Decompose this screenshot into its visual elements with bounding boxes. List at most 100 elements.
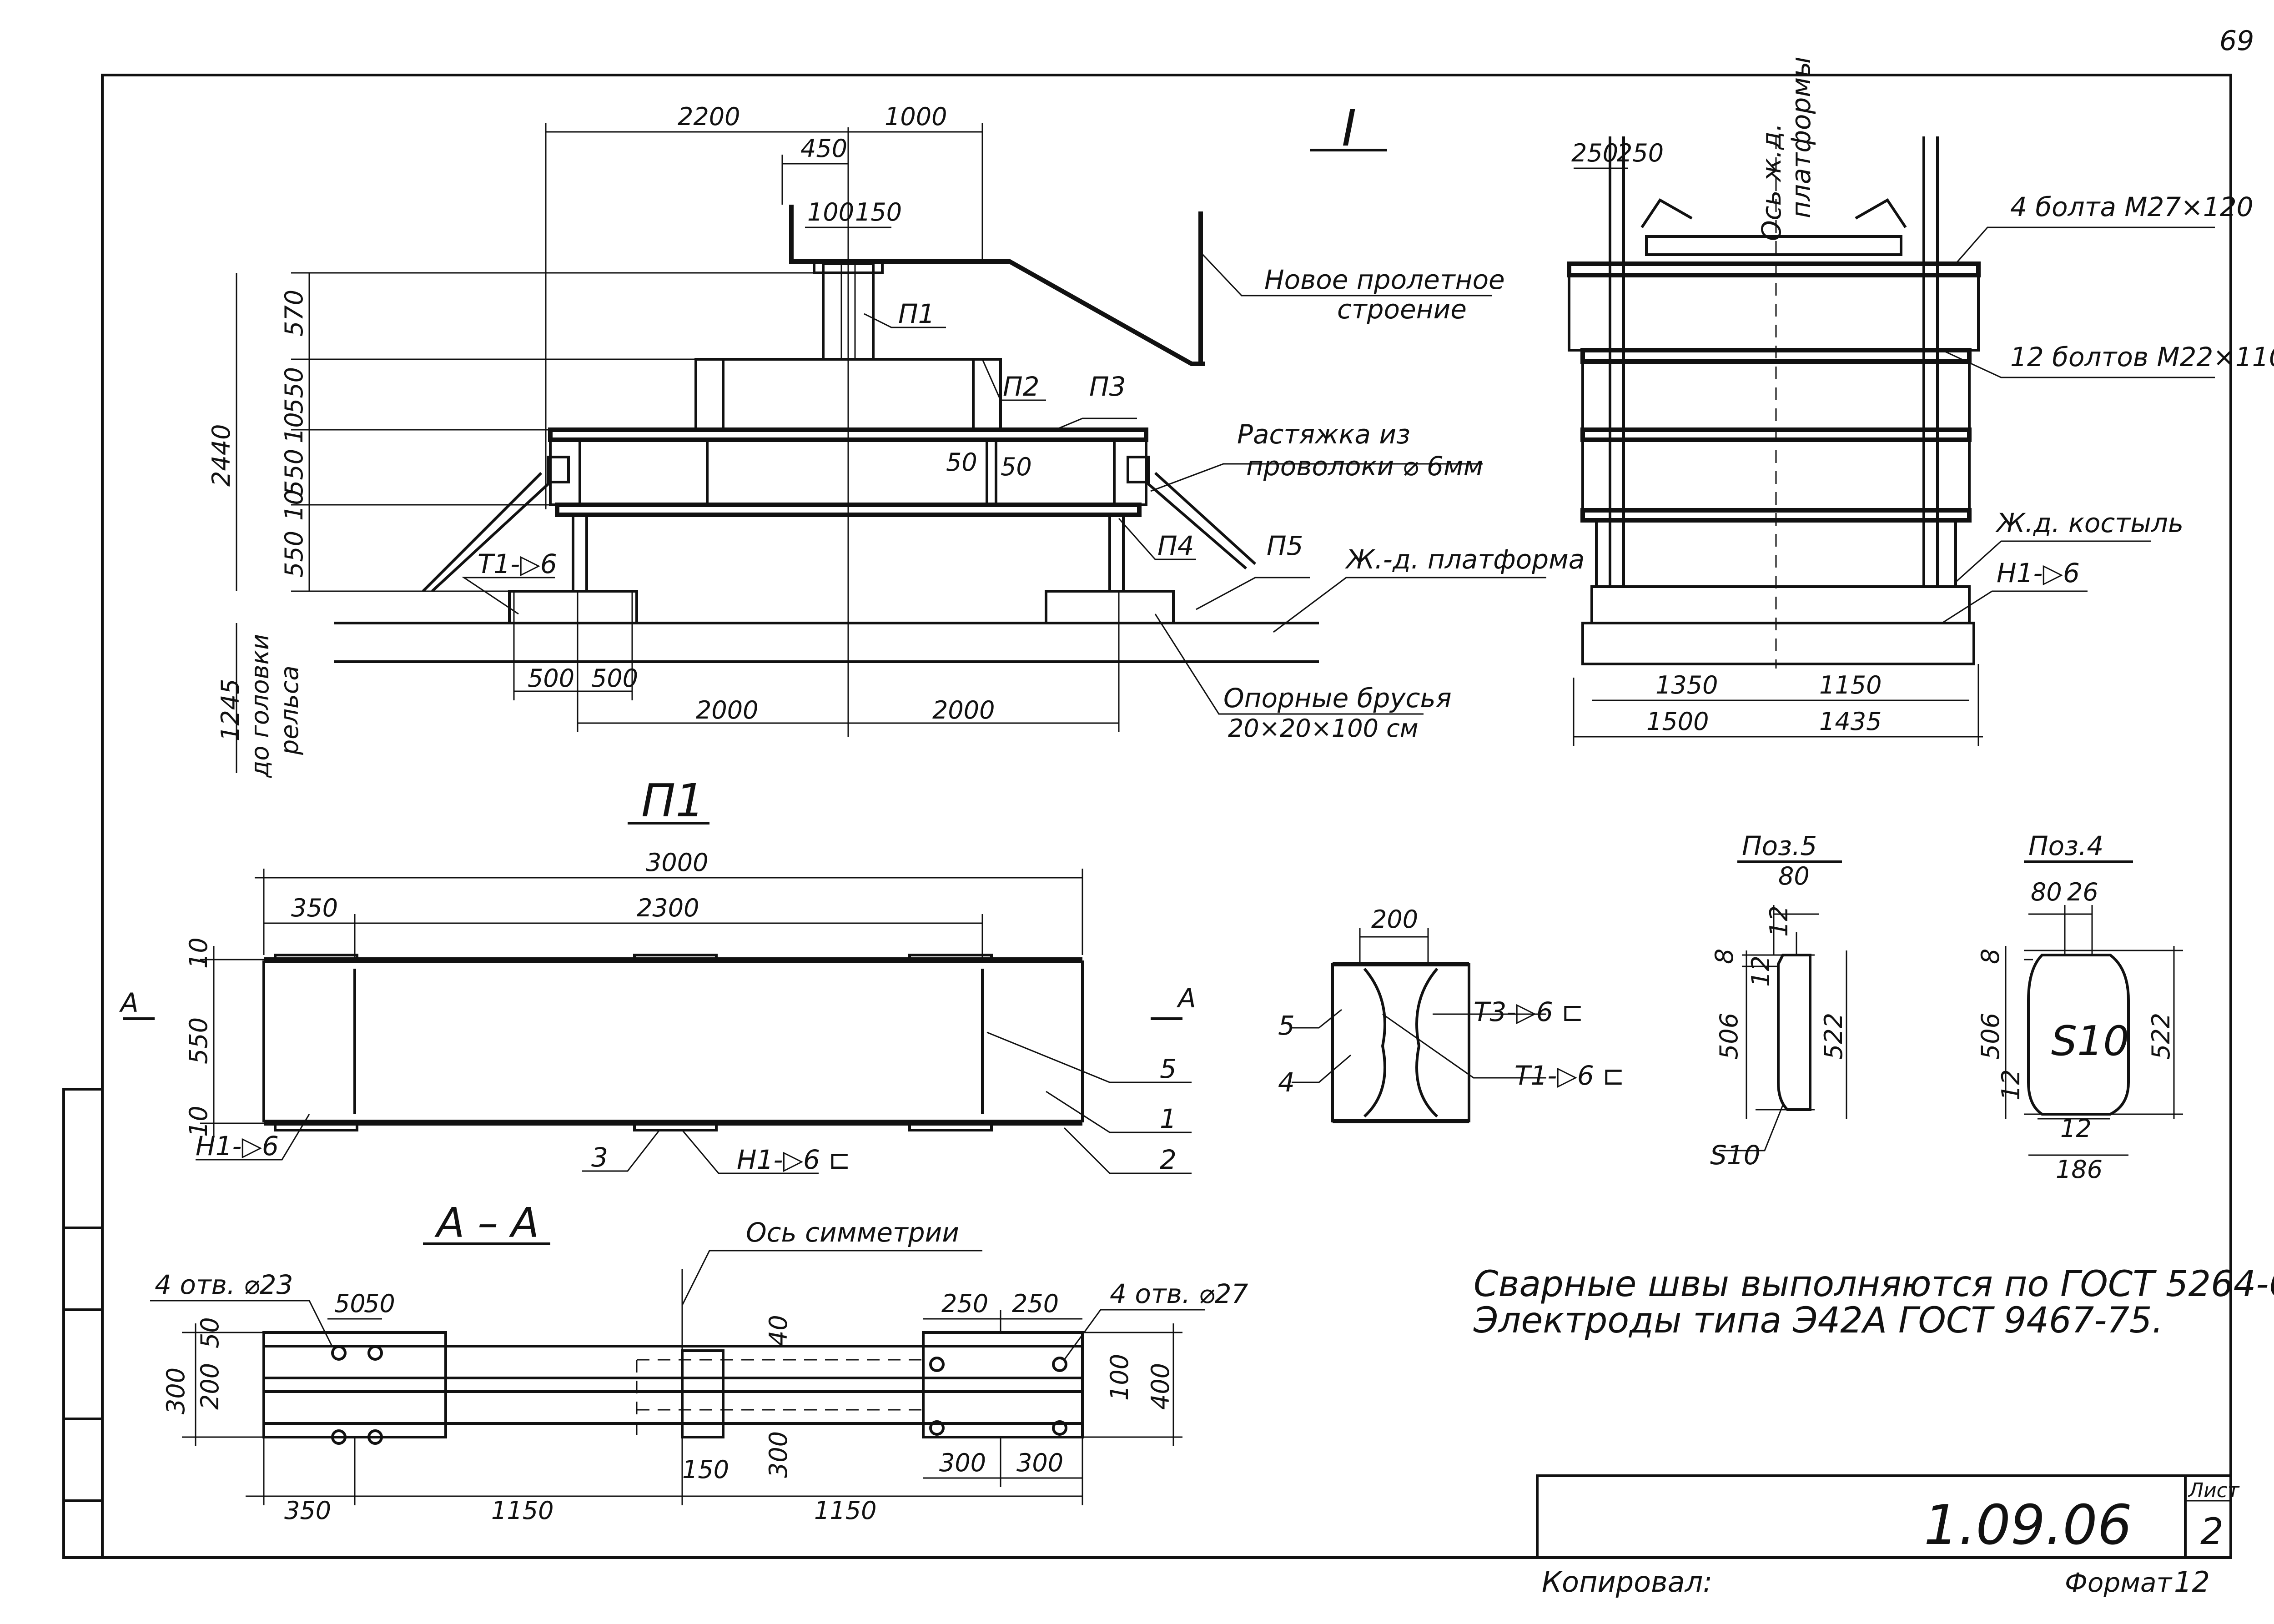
- dim-500-b: 500: [591, 664, 638, 693]
- aa-dim-1150-b: 1150: [814, 1496, 876, 1525]
- aa-dim-250-a: 250: [941, 1289, 988, 1318]
- aa-view-drawing: [150, 1250, 1205, 1505]
- side-dim-1435: 1435: [1819, 707, 1882, 736]
- side-axis-label-2: платформы: [1786, 56, 1816, 218]
- p1-callout-1: 1: [1160, 1103, 1177, 1134]
- dim-2000-a: 2000: [696, 696, 758, 724]
- label-new-span: Новое пролетное: [1264, 264, 1505, 295]
- side-dim-250-a: 250: [1571, 139, 1618, 167]
- pos4-title: Поз.4: [2028, 830, 2103, 861]
- label-stay-2: проволоки ⌀ 6мм: [1246, 451, 1483, 482]
- dim-1245: 1245: [216, 679, 245, 741]
- p1-view-drawing: [123, 869, 1192, 1174]
- pos4-dim-522: 522: [2147, 1013, 2175, 1060]
- page-number: 69: [2219, 25, 2254, 57]
- aa-dim-150: 150: [682, 1455, 729, 1484]
- dim-500-a: 500: [528, 664, 574, 693]
- dim-10-top: 10: [280, 412, 308, 443]
- pos4-dim-8: 8: [1976, 949, 2005, 964]
- aa-dim-40: 40: [764, 1315, 793, 1346]
- section-callout-5: 5: [1278, 1010, 1295, 1041]
- aa-title: А – А: [434, 1199, 539, 1247]
- aa-dim-250-b: 250: [1012, 1289, 1059, 1318]
- section-weld-t3: Т3-▷6 ⊏: [1474, 996, 1584, 1027]
- p1-section-mark-right: А: [1176, 983, 1196, 1014]
- aa-dim-100: 100: [1105, 1354, 1134, 1401]
- dim-2200: 2200: [678, 102, 740, 131]
- side-axis-label: Ось ж.д.: [1756, 123, 1787, 241]
- pos5-dim-522: 522: [1819, 1013, 1848, 1060]
- pos5-dim-8: 8: [1710, 949, 1739, 964]
- side-bolts-m22: 12 болтов М22×110: [2010, 342, 2274, 372]
- sheet-label: Лист: [2188, 1479, 2240, 1502]
- sheet-frame: [62, 74, 2232, 1559]
- pos5-dim-12-top: 12: [1765, 905, 1793, 937]
- aa-holes-left: 4 отв. ⌀23: [155, 1269, 293, 1300]
- side-weld-h1: Н1-▷6: [1997, 558, 2080, 588]
- p1-weld-h1: Н1-▷6: [196, 1131, 279, 1161]
- label-p4: П4: [1157, 530, 1194, 561]
- side-dim-1150: 1150: [1819, 671, 1882, 699]
- side-dim-1500: 1500: [1646, 707, 1709, 736]
- pos4-dim-12-side: 12: [1997, 1069, 2025, 1101]
- label-stay: Растяжка из: [1237, 419, 1410, 450]
- dim-1000: 1000: [885, 102, 947, 131]
- label-t1-weld: Т1-▷6: [478, 548, 557, 579]
- aa-dim-200: 200: [196, 1363, 224, 1410]
- note-welds: Сварные швы выполняются по ГОСТ 5264-69.: [1474, 1264, 2274, 1305]
- dim-150: 150: [855, 198, 902, 226]
- document-code: 1.09.06: [1924, 1494, 2132, 1557]
- label-p5: П5: [1267, 530, 1303, 561]
- aa-dim-300-a: 300: [939, 1448, 986, 1477]
- format-label: Формат: [2065, 1567, 2173, 1598]
- label-p3: П3: [1089, 371, 1126, 402]
- side-view-drawing: [1567, 136, 2215, 746]
- aa-dim-50-b: 50: [364, 1289, 395, 1318]
- side-dim-1350: 1350: [1655, 671, 1718, 699]
- section-view-drawing: [1292, 928, 1546, 1123]
- dim-450: 450: [800, 134, 847, 163]
- p1-dim-350: 350: [291, 894, 338, 922]
- p1-callout-2: 2: [1160, 1144, 1177, 1175]
- dim-550-bottom: 550: [280, 531, 308, 578]
- pos5-drawing: [1719, 905, 1847, 1151]
- p1-dim-550: 550: [184, 1017, 213, 1064]
- rail-head-label: до головки: [246, 634, 274, 778]
- label-p1: П1: [898, 298, 935, 329]
- section-dim-200: 200: [1371, 905, 1418, 934]
- dim-570: 570: [280, 290, 308, 337]
- dim-50-a: 50: [946, 448, 977, 477]
- pos5-dim-12-side: 12: [1746, 955, 1775, 987]
- p1-callout-3: 3: [591, 1142, 608, 1173]
- label-sleepers: Опорные брусья: [1223, 683, 1452, 714]
- label-sleepers-2: 20×20×100 см: [1228, 714, 1419, 743]
- label-new-span-2: строение: [1337, 294, 1467, 325]
- pos5-thickness: S10: [1710, 1140, 1761, 1171]
- aa-dim-300-b: 300: [1016, 1448, 1063, 1477]
- pos4-thickness: S10: [2051, 1017, 2129, 1065]
- aa-dim-350: 350: [284, 1496, 331, 1525]
- view-i-drawing: [236, 123, 1546, 773]
- pos4-drawing: [2005, 905, 2183, 1156]
- view-i-title: I: [1342, 99, 1356, 157]
- dim-50-b: 50: [1001, 453, 1032, 481]
- pos4-dim-26: 26: [2067, 878, 2098, 906]
- section-weld-t1: Т1-▷6 ⊏: [1514, 1060, 1625, 1091]
- side-bolts-m27: 4 болта М27×120: [2010, 191, 2254, 222]
- dim-550-mid: 550: [280, 449, 308, 496]
- pos4-dim-186: 186: [2056, 1155, 2103, 1184]
- p1-title: П1: [641, 774, 704, 827]
- dim-100: 100: [807, 198, 854, 226]
- p1-dim-10-top: 10: [184, 937, 213, 969]
- dim-2440: 2440: [207, 424, 236, 487]
- p1-section-mark-left: А: [119, 987, 139, 1018]
- format-value: 12: [2174, 1565, 2210, 1599]
- pos5-dim-506: 506: [1715, 1013, 1743, 1060]
- side-spike: Ж.д. костыль: [1995, 508, 2183, 538]
- p1-dim-10-bottom: 10: [184, 1106, 213, 1137]
- side-dim-250-b: 250: [1617, 139, 1664, 167]
- aa-sym-axis: Ось симметрии: [746, 1217, 959, 1248]
- p1-dim-2300: 2300: [637, 894, 699, 922]
- aa-dim-300-mid: 300: [764, 1431, 793, 1478]
